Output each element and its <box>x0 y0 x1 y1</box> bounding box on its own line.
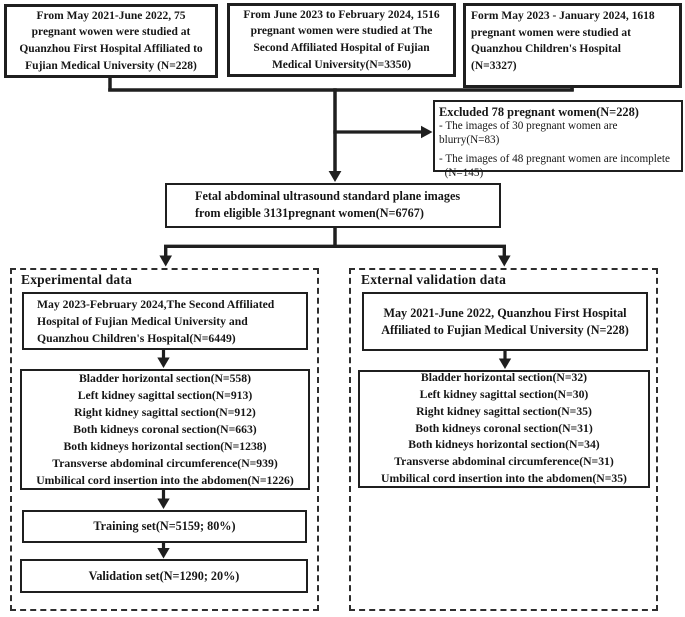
source-box-children-hospital: Form May 2023 - January 2024, 1618 pregn… <box>463 3 682 88</box>
section-item: Right kidney sagittal section(N=35) <box>416 404 592 418</box>
section-item: Both kidneys horizontal section(N=34) <box>408 438 600 452</box>
section-item: Umbilical cord insertion into the abdome… <box>381 472 627 485</box>
excluded-box: Excluded 78 pregnant women(N=228) - The … <box>433 100 683 179</box>
section-item: Both kidneys coronal section(N=663) <box>73 422 257 436</box>
section-item: Umbilical cord insertion into the abdome… <box>36 474 294 488</box>
flow-arrows <box>108 77 574 559</box>
experimental-sections-box: Bladder horizontal section(N=558) Left k… <box>20 369 310 490</box>
section-item: Right kidney sagittal section(N=912) <box>74 405 256 419</box>
source-box-second-affiliated: From June 2023 to February 2024, 1516 pr… <box>227 3 456 77</box>
section-item: Left kidney sagittal section(N=913) <box>77 388 253 402</box>
excluded-title: Excluded 78 pregnant women(N=228) <box>439 105 639 119</box>
excluded-item-blurry: - The images of 30 pregnant women are bl… <box>439 120 618 146</box>
external-validation-panel <box>349 268 658 611</box>
section-item: Both kidneys horizontal section(N=1238) <box>63 440 267 454</box>
section-item: Both kidneys coronal section(N=31) <box>415 421 593 435</box>
experimental-source-box: May 2023-February 2024,The Second Affili… <box>22 292 308 350</box>
source-box-quanzhou-first: From May 2021-June 2022, 75 pregnant wow… <box>4 4 218 78</box>
external-validation-header: External validation data <box>361 272 507 287</box>
external-source-box: May 2021-June 2022, Quanzhou First Hospi… <box>362 292 648 351</box>
experimental-data-panel <box>10 268 319 611</box>
experimental-data-header: Experimental data <box>21 272 133 287</box>
section-item: Transverse abdominal circumference(N=939… <box>52 457 278 471</box>
validation-set-box: Validation set(N=1290; 20%) <box>20 559 308 593</box>
excluded-item-incomplete: - The images of 48 pregnant women are in… <box>439 153 670 179</box>
external-sections-box: Bladder horizontal section(N=32) Left ki… <box>358 370 650 488</box>
training-set-box: Training set(N=5159; 80%) <box>22 510 307 543</box>
eligible-images-box: Fetal abdominal ultrasound standard plan… <box>165 183 501 228</box>
section-item: Bladder horizontal section(N=32) <box>420 371 588 385</box>
section-item: Bladder horizontal section(N=558) <box>78 371 251 385</box>
section-item: Left kidney sagittal section(N=30) <box>419 388 589 402</box>
section-item: Transverse abdominal circumference(N=31) <box>394 455 614 469</box>
